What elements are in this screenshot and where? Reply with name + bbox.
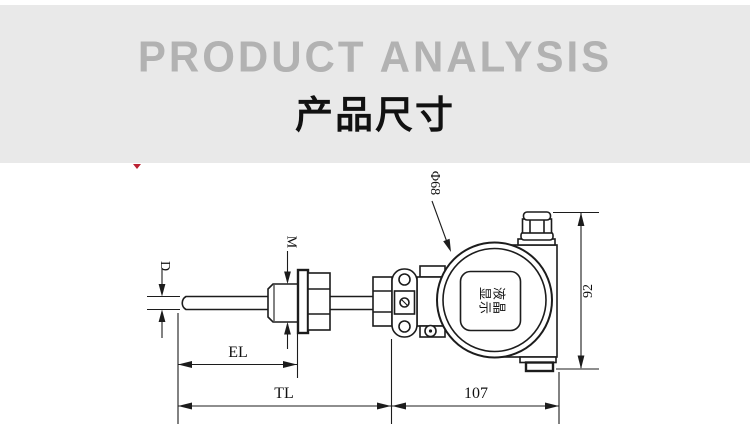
gland-nut-facets <box>529 219 545 233</box>
label-92: 92 <box>581 284 596 298</box>
thread-nipple <box>267 283 299 323</box>
label-M: M <box>284 236 299 249</box>
bracket-hex <box>372 276 393 327</box>
dimension-total-length: TL <box>177 313 393 424</box>
gland-nut <box>521 218 553 234</box>
page-title-chinese: 产品尺寸 <box>294 95 455 137</box>
connector-top-tab <box>419 265 446 278</box>
lcd-text-line2: 显示 <box>478 287 493 315</box>
dimensions: D M EL <box>147 171 599 424</box>
dimension-insertion-length: EL <box>178 334 299 378</box>
bracket-hole-bottom <box>398 320 411 333</box>
gland-dome <box>522 211 552 221</box>
sensor-assembly: 液晶 显示 <box>181 211 558 373</box>
dimension-thread: M <box>284 236 299 349</box>
page-title-english: PRODUCT ANALYSIS <box>137 32 613 81</box>
dimension-head-diameter: Φ68 <box>427 171 451 252</box>
probe-tube-rear <box>330 295 373 311</box>
hex-nut-facets <box>308 288 330 315</box>
header-band <box>0 5 750 163</box>
dimension-probe-diameter: D <box>147 261 180 338</box>
dimension-head-length: 107 <box>392 372 560 424</box>
label-107: 107 <box>464 385 488 402</box>
probe-tube <box>181 295 268 311</box>
lcd-display-text: 液晶 显示 <box>478 287 507 315</box>
dimension-head-height: 92 <box>553 211 599 370</box>
flange-washer <box>296 268 310 335</box>
bottom-flange-nut <box>524 361 555 373</box>
hex-nut <box>307 272 331 331</box>
bezel-screw-dot <box>428 329 433 333</box>
dimension-drawing: 液晶 显示 D M <box>133 164 599 424</box>
bracket-hex-facets <box>373 290 392 313</box>
label-phi68: Φ68 <box>427 171 442 195</box>
red-artifact-mark <box>133 164 141 169</box>
bracket-hole-top <box>398 273 411 286</box>
lcd-display-window <box>459 270 522 332</box>
lcd-text-line1: 液晶 <box>492 287 507 315</box>
label-EL: EL <box>228 344 248 361</box>
bracket-screw-slot <box>401 299 408 306</box>
label-D: D <box>157 261 172 271</box>
label-TL: TL <box>274 385 294 402</box>
